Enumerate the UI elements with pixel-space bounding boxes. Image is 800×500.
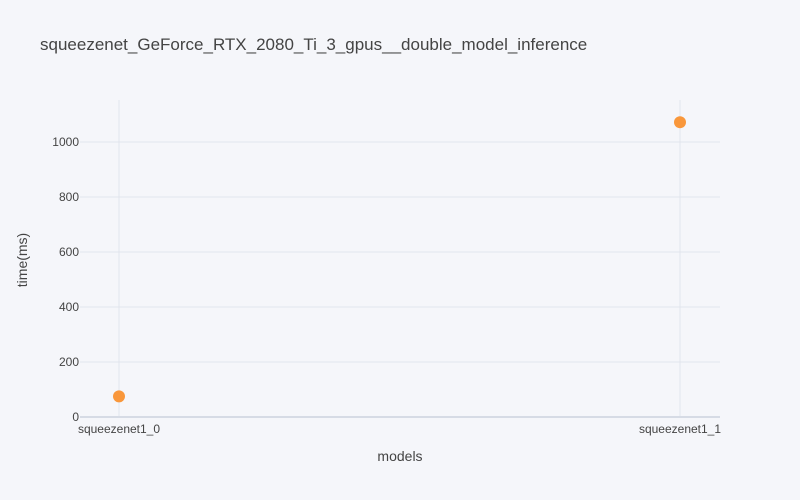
- data-point: [113, 390, 125, 403]
- chart-title: squeezenet_GeForce_RTX_2080_Ti_3_gpus__d…: [40, 35, 587, 54]
- x-axis-title: models: [377, 448, 422, 464]
- y-tick-label: 800: [59, 190, 79, 204]
- y-axis-title: time(ms): [14, 233, 30, 287]
- y-tick-label: 400: [59, 300, 79, 314]
- y-tick-label: 0: [72, 410, 79, 424]
- x-tick-labels: squeezenet1_0 squeezenet1_1: [78, 422, 721, 436]
- x-tick-label: squeezenet1_0: [78, 422, 160, 436]
- grid-layer: [80, 100, 720, 418]
- y-tick-label: 1000: [52, 135, 79, 149]
- x-tick-label: squeezenet1_1: [639, 422, 721, 436]
- y-tick-labels: 0 200 400 600 800 1000: [52, 135, 79, 424]
- data-point: [674, 116, 686, 129]
- y-tick-label: 200: [59, 355, 79, 369]
- y-tick-label: 600: [59, 245, 79, 259]
- data-points: [113, 116, 686, 403]
